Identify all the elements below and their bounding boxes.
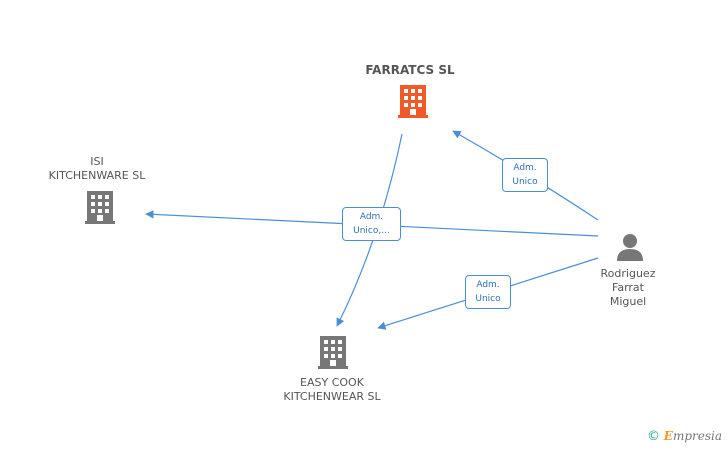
node-label-easy-cook[interactable]: EASY COOK KITCHENWEAR SL — [283, 376, 381, 403]
brand-name: mpresia — [672, 429, 722, 443]
edge-label-line: Adm. — [476, 280, 500, 290]
edge-label-line: Unico,... — [353, 226, 390, 236]
edge-label-farratcs-links[interactable]: Adm. Unico,... — [342, 207, 401, 241]
building-icon[interactable] — [318, 336, 348, 369]
node-label-person[interactable]: Rodriguez Farrat Miguel — [600, 267, 656, 308]
edge-label-person-farratcs[interactable]: Adm. Unico — [502, 158, 548, 192]
brand-initial: E — [663, 429, 673, 443]
copyright-symbol: © — [646, 429, 660, 444]
node-label-isi[interactable]: ISI KITCHENWARE SL — [48, 155, 146, 182]
building-icon[interactable] — [85, 191, 115, 224]
edge-label-line: Unico — [475, 294, 501, 304]
edge-label-line: Adm. — [359, 212, 384, 222]
edge-label-line: Adm. — [513, 163, 537, 173]
empresia-watermark: © Empresia — [647, 429, 722, 444]
edge-label-line: Unico — [512, 177, 538, 187]
node-label-farratcs[interactable]: FARRATCS SL — [365, 63, 455, 77]
building-icon[interactable] — [398, 85, 428, 118]
person-icon[interactable] — [617, 234, 643, 261]
edge-label-person-easy-cook[interactable]: Adm. Unico — [465, 275, 511, 309]
